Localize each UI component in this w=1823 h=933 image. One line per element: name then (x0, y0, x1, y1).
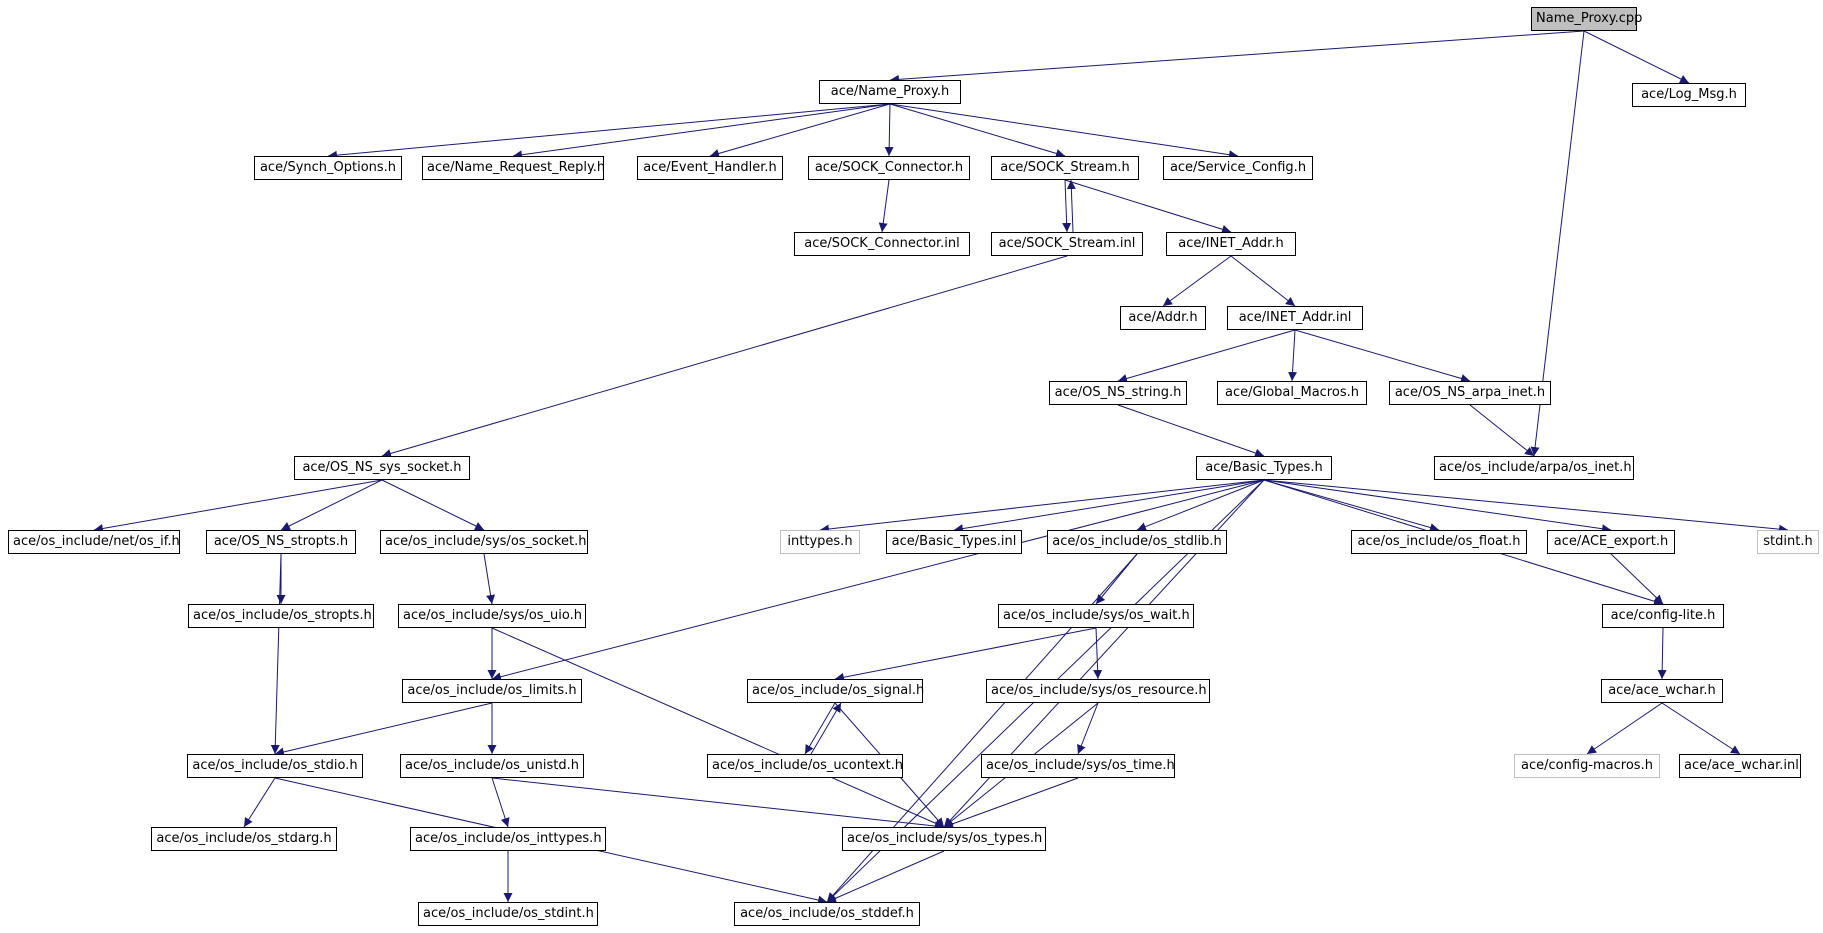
node-os-ucontext[interactable]: ace/os_include/os_ucontext.h (707, 754, 903, 778)
node-basic-types-inl[interactable]: ace/Basic_Types.inl (886, 530, 1022, 554)
edge-name_proxy_h-to-sock_stream (889, 103, 1066, 158)
node-os-ns-sys-socket[interactable]: ace/OS_NS_sys_socket.h (294, 456, 470, 480)
node-sys-os-uio[interactable]: ace/os_include/sys/os_uio.h (398, 604, 586, 628)
node-ace-export[interactable]: ace/ACE_export.h (1547, 530, 1675, 554)
node-stdint[interactable]: stdint.h (1757, 530, 1819, 554)
edge-basic_types-to-os_stdlib (1136, 479, 1265, 531)
edge-sock_stream_inl-to-os_ns_sys_socket (381, 255, 1068, 458)
node-os-stropts[interactable]: ace/os_include/os_stropts.h (188, 604, 374, 628)
node-os-ns-stropts[interactable]: ace/OS_NS_stropts.h (206, 530, 356, 554)
edge-os_ns_arpa_inet-to-arpa_os_inet (1469, 404, 1535, 457)
node-name-request-reply[interactable]: ace/Name_Request_Reply.h (422, 156, 605, 180)
node-os-stdint[interactable]: ace/os_include/os_stdint.h (418, 902, 598, 926)
node-sys-os-resource[interactable]: ace/os_include/sys/os_resource.h (986, 679, 1210, 703)
edge-basic_types-to-basic_types_inl (953, 479, 1265, 534)
node-name-proxy-cpp[interactable]: Name_Proxy.cpp (1531, 7, 1642, 31)
node-os-ns-arpa-inet[interactable]: ace/OS_NS_arpa_inet.h (1389, 381, 1551, 405)
edge-name_proxy_cpp-to-log_msg (1583, 30, 1690, 84)
edge-sys_os_time-to-sys_os_types (943, 777, 1079, 829)
node-inttypes[interactable]: inttypes.h (780, 530, 860, 554)
node-net-os-if[interactable]: ace/os_include/net/os_if.h (8, 530, 180, 554)
edge-sock_stream-to-inet_addr (1064, 179, 1232, 234)
edge-name_proxy_h-to-event_handler (709, 103, 891, 158)
node-os-stdio[interactable]: ace/os_include/os_stdio.h (187, 754, 363, 778)
node-sys-os-wait[interactable]: ace/os_include/sys/os_wait.h (998, 604, 1194, 628)
node-os-stdlib[interactable]: ace/os_include/os_stdlib.h (1047, 530, 1227, 554)
edge-os_ucontext-to-os_signal (810, 702, 842, 755)
edge-os_ns_sys_socket-to-sys_os_socket (381, 479, 485, 531)
edge-basic_types-to-stdint (1263, 479, 1789, 534)
node-sock-stream[interactable]: ace/SOCK_Stream.h (991, 156, 1139, 180)
edge-ace_export-to-config_lite (1610, 553, 1664, 605)
edge-config_lite-to-ace_wchar (1657, 627, 1667, 680)
node-event-handler[interactable]: ace/Event_Handler.h (637, 156, 783, 180)
edge-ace_wchar-to-config_macros (1586, 702, 1663, 755)
edge-inet_addr_inl-to-os_ns_arpa_inet (1294, 329, 1471, 383)
edge-os_stdio-to-os_stdarg (243, 777, 276, 828)
node-synch-options[interactable]: ace/Synch_Options.h (254, 156, 402, 180)
node-inet-addr-inl[interactable]: ace/INET_Addr.inl (1227, 306, 1363, 330)
node-os-inttypes[interactable]: ace/os_include/os_inttypes.h (410, 827, 606, 851)
node-basic-types[interactable]: ace/Basic_Types.h (1196, 456, 1332, 480)
edge-os_unistd-to-os_inttypes (491, 777, 510, 828)
node-name-proxy-h[interactable]: ace/Name_Proxy.h (819, 80, 961, 104)
edge-name_proxy_h-to-service_config (889, 103, 1239, 160)
node-sys-os-time[interactable]: ace/os_include/sys/os_time.h (981, 754, 1175, 778)
node-os-signal[interactable]: ace/os_include/os_signal.h (747, 679, 924, 703)
node-inet-addr[interactable]: ace/INET_Addr.h (1166, 232, 1296, 256)
node-os-stdarg[interactable]: ace/os_include/os_stdarg.h (151, 827, 337, 851)
node-sock-connector[interactable]: ace/SOCK_Connector.h (808, 156, 970, 180)
node-sock-stream-inl[interactable]: ace/SOCK_Stream.inl (991, 232, 1143, 256)
edge-os_unistd-to-sys_os_types (491, 777, 945, 831)
edge-sock_stream_inl-to-sock_stream (1066, 179, 1076, 233)
node-ace-wchar-inl[interactable]: ace/ace_wchar.inl (1679, 754, 1801, 778)
edge-name_proxy_h-to-sock_connector (884, 103, 894, 157)
edge-ace_wchar-to-ace_wchar_inl (1661, 702, 1741, 755)
node-global-macros[interactable]: ace/Global_Macros.h (1217, 381, 1367, 405)
edge-basic_types-to-ace_export (1263, 479, 1612, 534)
edge-name_proxy_cpp-to-name_proxy_h (889, 30, 1585, 84)
node-ace-wchar[interactable]: ace/ace_wchar.h (1601, 679, 1723, 703)
node-os-stddef[interactable]: ace/os_include/os_stddef.h (734, 902, 920, 926)
node-os-ns-string[interactable]: ace/OS_NS_string.h (1049, 381, 1187, 405)
edge-inet_addr-to-addr (1162, 255, 1232, 307)
edge-basic_types-to-os_limits (491, 479, 1265, 682)
edge-sys_os_wait-to-os_signal (834, 627, 1097, 682)
node-os-limits[interactable]: ace/os_include/os_limits.h (402, 679, 582, 703)
edge-os_ns_string-to-basic_types (1117, 404, 1265, 458)
node-os-unistd[interactable]: ace/os_include/os_unistd.h (400, 754, 584, 778)
edge-name_proxy_h-to-name_request_reply (512, 103, 891, 160)
edge-os_ns_sys_socket-to-os_ns_stropts (280, 479, 383, 531)
edge-name_proxy_h-to-synch_options (327, 103, 891, 160)
node-sys-os-socket[interactable]: ace/os_include/sys/os_socket.h (380, 530, 588, 554)
node-config-lite[interactable]: ace/config-lite.h (1602, 604, 1724, 628)
edge-inet_addr_inl-to-global_macros (1288, 329, 1298, 382)
edge-sys_os_uio-to-sys_os_types (491, 627, 945, 828)
node-sys-os-types[interactable]: ace/os_include/sys/os_types.h (842, 827, 1046, 851)
edge-inet_addr_inl-to-os_ns_string (1117, 329, 1296, 383)
edge-os_ns_stropts-to-os_stdio (270, 553, 282, 755)
node-addr[interactable]: ace/Addr.h (1120, 306, 1206, 330)
node-service-config[interactable]: ace/Service_Config.h (1163, 156, 1313, 180)
edge-os_limits-to-os_stdio (274, 702, 493, 757)
edge-sys_os_types-to-os_stddef (826, 850, 945, 903)
edge-basic_types-to-inttypes (819, 479, 1265, 534)
edge-basic_types-to-os_float (1263, 479, 1440, 532)
node-os-float[interactable]: ace/os_include/os_float.h (1351, 530, 1527, 554)
edge-os_signal-to-os_ucontext (804, 702, 836, 755)
edge-sock_connector-to-sock_connector_inl (878, 179, 890, 233)
node-log-msg[interactable]: ace/Log_Msg.h (1632, 83, 1746, 107)
edge-sys_os_socket-to-sys_os_uio (483, 553, 496, 605)
edge-os_ns_sys_socket-to-net_os_if (93, 479, 383, 533)
edge-sys_os_resource-to-sys_os_time (1077, 702, 1099, 755)
edge-sock_stream-to-sock_stream_inl (1062, 179, 1072, 233)
node-arpa-os-inet[interactable]: ace/os_include/arpa/os_inet.h (1434, 456, 1634, 480)
edge-inet_addr-to-inet_addr_inl (1230, 255, 1296, 307)
node-config-macros[interactable]: ace/config-macros.h (1514, 754, 1660, 778)
node-sock-connector-inl[interactable]: ace/SOCK_Connector.inl (794, 232, 970, 256)
edge-sys_os_wait-to-sys_os_resource (1093, 627, 1103, 680)
